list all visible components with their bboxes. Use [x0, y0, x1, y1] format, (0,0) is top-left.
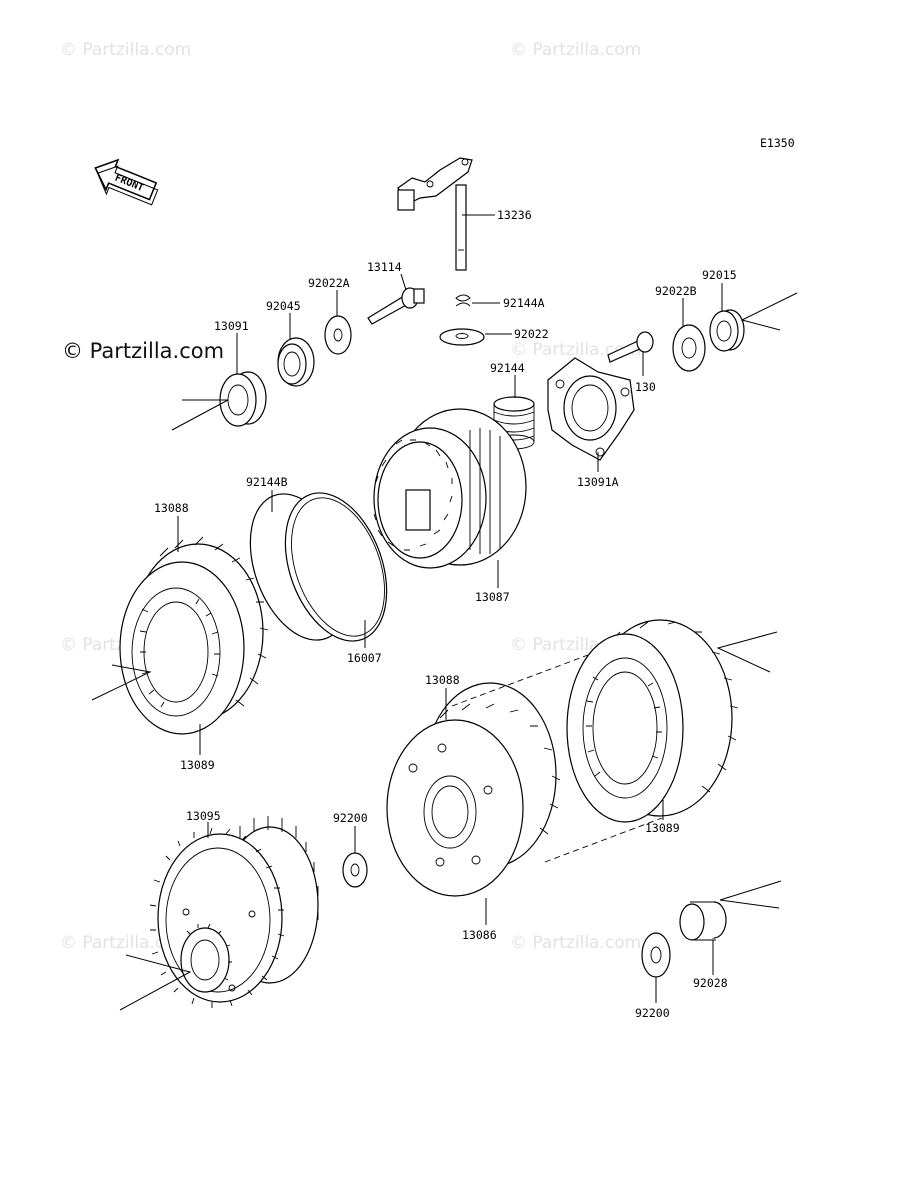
- part-label: 13087: [475, 590, 510, 604]
- watermark: © Partzilla.com: [60, 40, 191, 60]
- pressure-plate-13086: [386, 682, 561, 897]
- part-label: 130: [635, 380, 656, 394]
- washer-92200-right: [641, 932, 671, 978]
- leader-line: [400, 273, 407, 291]
- watermark-dark: © Partzilla.com: [62, 339, 224, 363]
- part-label: 92144: [490, 361, 525, 375]
- part-label: 13091: [214, 319, 249, 333]
- rings-92144B-16007: [249, 492, 388, 642]
- plates-13088-13089-left: [119, 536, 269, 735]
- release-shaft-13236: [397, 157, 473, 271]
- part-label: 92015: [702, 268, 737, 282]
- part-label: 13089: [180, 758, 215, 772]
- part-label: 13088: [425, 673, 460, 687]
- part-number-labels: 13236 13114 92022A 92045 13091 92144A 92…: [154, 208, 737, 1020]
- watermark: © Partzilla.com: [510, 933, 641, 953]
- reference-arrow: [716, 631, 778, 673]
- clutch-housing-13095: [149, 816, 319, 1008]
- washer-92022: [439, 328, 485, 346]
- front-arrow-icon: FRONT: [94, 158, 159, 206]
- part-label: 92022B: [655, 284, 697, 298]
- washer-92022A: [324, 315, 352, 355]
- part-label: 92022: [514, 327, 549, 341]
- part-label: 13086: [462, 928, 497, 942]
- watermark: © Partzilla.com: [60, 933, 191, 953]
- part-label: 92144B: [246, 475, 288, 489]
- washer-92200-mid: [342, 852, 368, 888]
- diagram-code: E1350: [760, 136, 795, 150]
- part-label: 13091A: [577, 475, 619, 489]
- part-label: 13114: [367, 260, 402, 274]
- bearing-92045: [277, 337, 315, 387]
- part-label: 92022A: [308, 276, 350, 290]
- holder-13091: [219, 371, 267, 427]
- plates-13088-13089-right: [566, 619, 739, 823]
- collar-92028: [679, 901, 727, 941]
- part-label: 92144A: [503, 296, 545, 310]
- reference-arrow: [719, 880, 782, 909]
- nut-92015: [709, 309, 745, 352]
- part-label: 13088: [154, 501, 189, 515]
- part-label: 13095: [186, 809, 221, 823]
- assembly-dashed-line: [544, 817, 663, 863]
- watermark: © Partzilla.com: [510, 40, 641, 60]
- reference-arrow: [740, 292, 798, 331]
- plate-13091A: [547, 357, 635, 461]
- reference-arrow: [91, 664, 152, 701]
- spring-92144A: [455, 294, 471, 307]
- part-label: 92200: [635, 1006, 670, 1020]
- bolt-130: [607, 331, 654, 363]
- part-label: 92200: [333, 811, 368, 825]
- assembly-dashed-line: [451, 645, 613, 707]
- part-label: 92028: [693, 976, 728, 990]
- pushrod-13114: [367, 287, 425, 325]
- reference-arrow: [171, 399, 229, 431]
- part-label: 13236: [497, 208, 532, 222]
- clutch-hub-13087: [373, 408, 527, 569]
- part-label: 13089: [645, 821, 680, 835]
- reference-arrow: [119, 954, 192, 1011]
- washer-92022B: [672, 324, 706, 372]
- part-label: 16007: [347, 651, 382, 665]
- part-label: 92045: [266, 299, 301, 313]
